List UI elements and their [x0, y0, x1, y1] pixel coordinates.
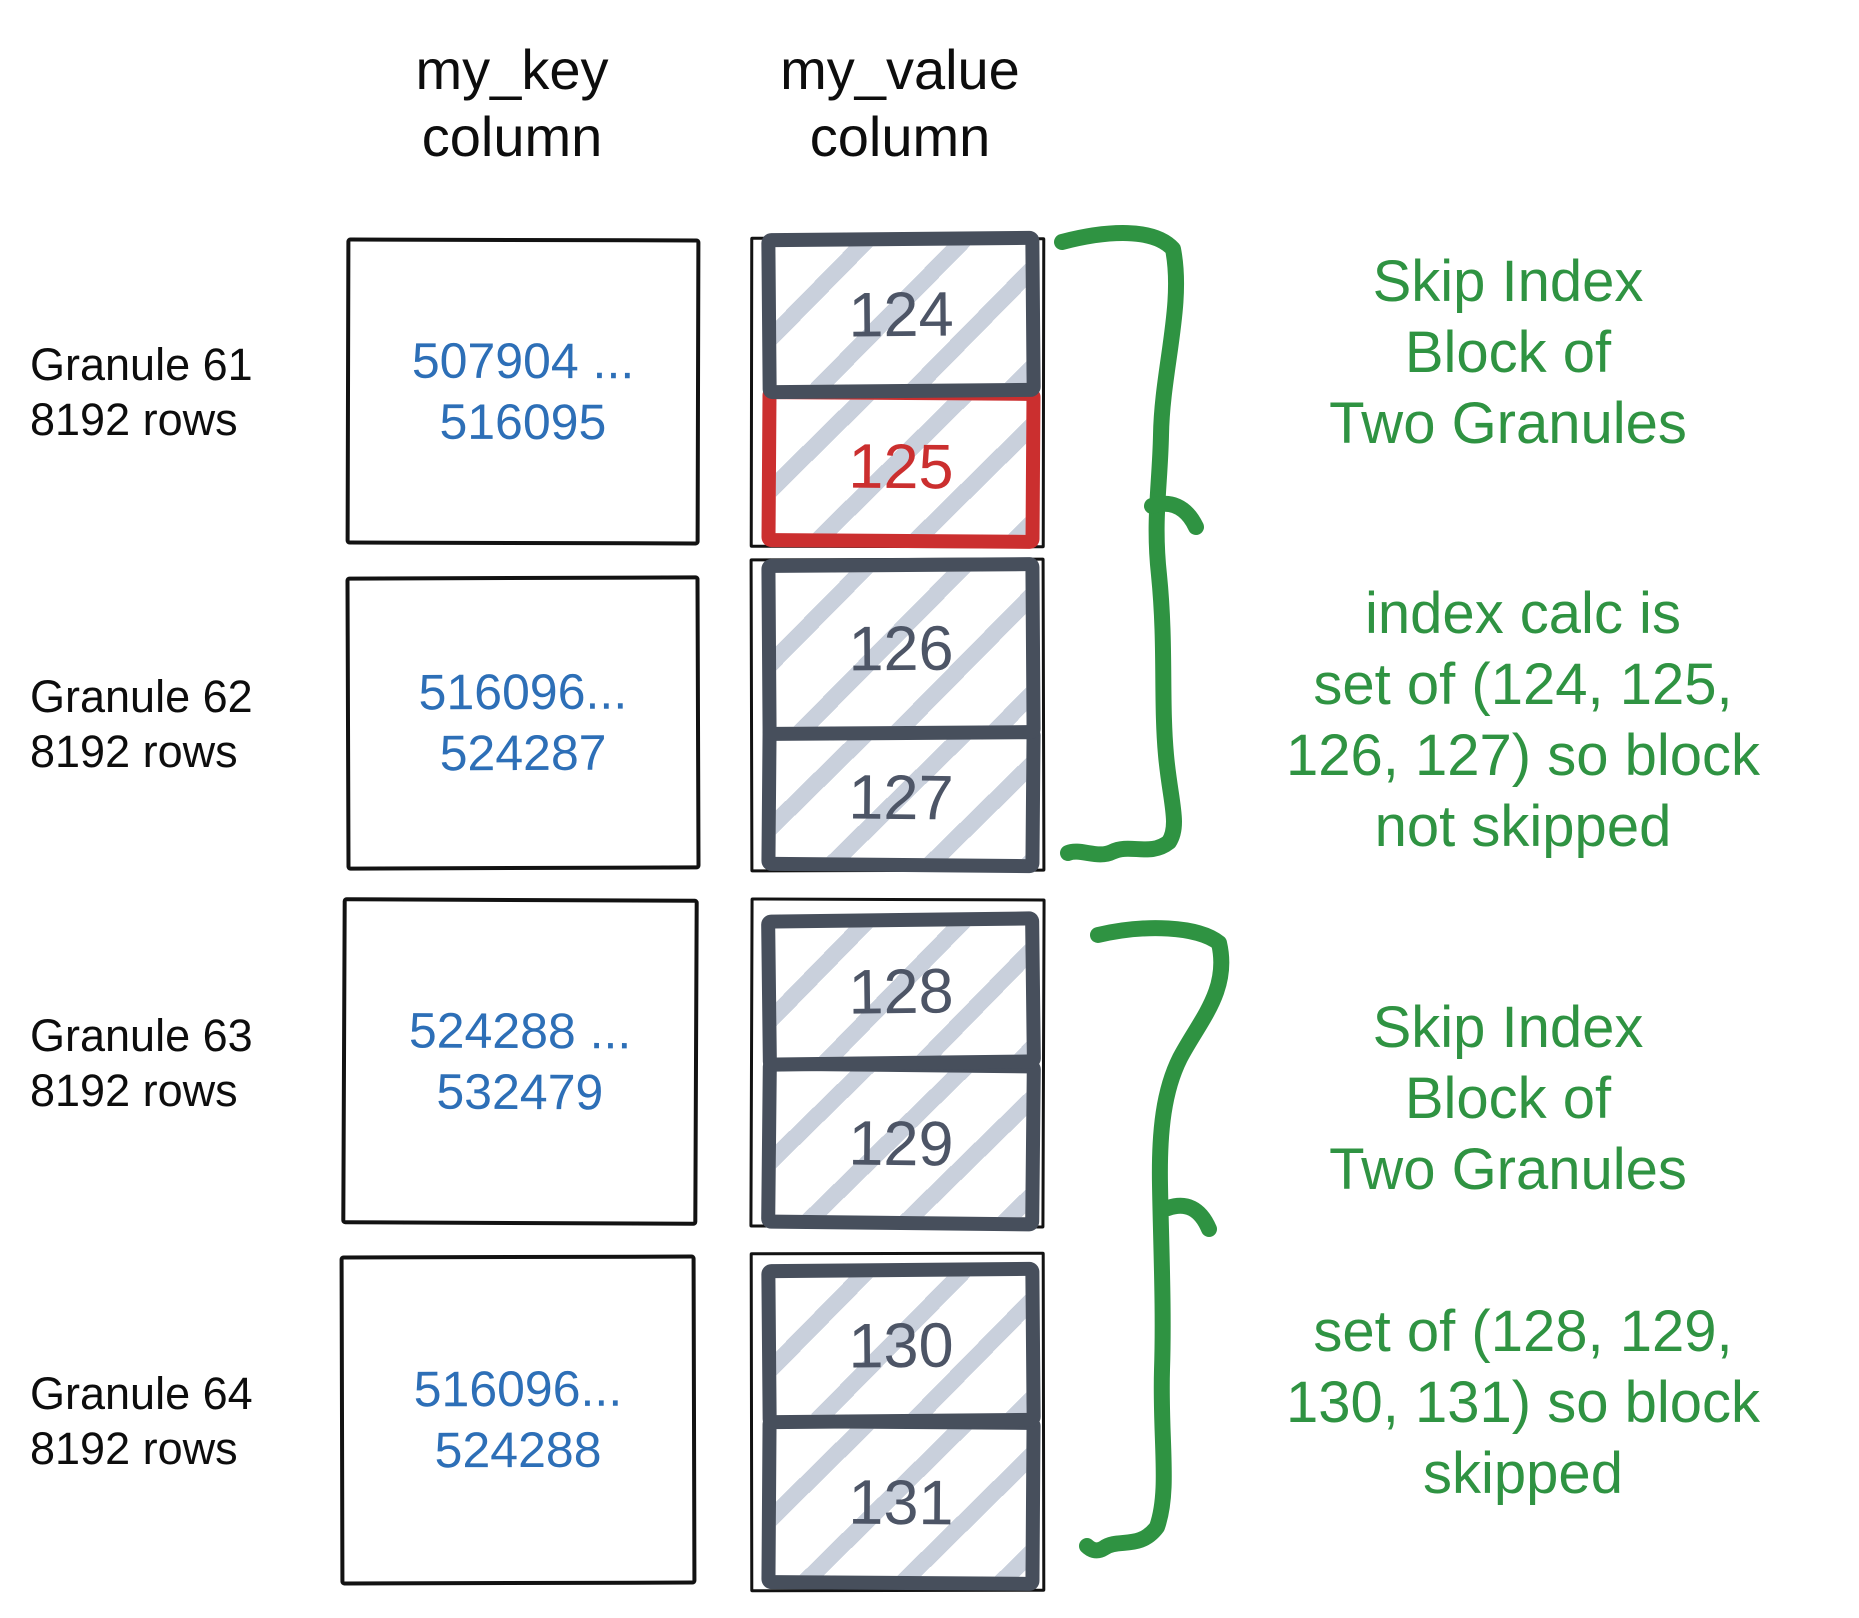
my-key-column-header: my_key column: [312, 36, 712, 170]
value-block-127-number: 127: [848, 762, 954, 834]
value-block-124-number: 124: [848, 279, 954, 351]
granule-61-key-box: 507904 ... 516095: [345, 237, 701, 546]
granule-63-name: Granule 63: [30, 1010, 253, 1061]
value-block-130-number: 130: [848, 1310, 954, 1381]
value-block-124: 124: [761, 230, 1041, 400]
brace-granules-61-62-nub: [1144, 495, 1204, 535]
my-value-header-line1: my_value: [780, 38, 1020, 101]
granule-61-name: Granule 61: [30, 339, 253, 390]
granule-62-key-box: 516096... 524287: [345, 575, 701, 871]
annotation-set-skipped: set of (128, 129, 130, 131) so block ski…: [1286, 1299, 1760, 1506]
granule-64-name: Granule 64: [30, 1368, 253, 1419]
my-key-header-line2: column: [421, 105, 603, 168]
value-block-131: 131: [761, 1414, 1041, 1591]
granule-61-key-range: 507904 ... 516095: [411, 332, 635, 450]
value-block-128-number: 128: [848, 955, 954, 1028]
granule-62-name: Granule 62: [30, 671, 253, 722]
brace-granules-61-62: [1054, 225, 1185, 863]
granule-61-label: Granule 61 8192 rows: [30, 337, 330, 447]
granule-62-rows: 8192 rows: [30, 726, 238, 777]
value-block-128: 128: [761, 911, 1041, 1072]
value-block-125-number: 125: [848, 431, 954, 503]
granule-64-key-range: 516096... 524288: [413, 1360, 623, 1479]
granule-63-label: Granule 63 8192 rows: [30, 1008, 330, 1118]
granule-64-rows: 8192 rows: [30, 1423, 238, 1474]
my-value-column-header: my_value column: [700, 36, 1100, 170]
brace-granules-63-64-nub: [1160, 1197, 1217, 1237]
granule-62-label: Granule 62 8192 rows: [30, 669, 330, 779]
my-value-header-line2: column: [809, 105, 991, 168]
value-block-130: 130: [761, 1261, 1041, 1430]
granule-64-key-box: 516096... 524288: [339, 1254, 697, 1586]
my-key-header-line1: my_key: [415, 38, 609, 101]
value-block-129-number: 129: [848, 1108, 954, 1180]
annotation-skip-index-block-1: Skip Index Block of Two Granules: [1329, 249, 1687, 456]
granule-61-rows: 8192 rows: [30, 394, 238, 445]
granule-63-key-box: 524288 ... 532479: [341, 897, 699, 1226]
value-block-127: 127: [761, 722, 1041, 874]
granule-63-rows: 8192 rows: [30, 1065, 238, 1116]
granule-64-label: Granule 64 8192 rows: [30, 1366, 330, 1476]
granule-63-key-range: 524288 ... 532479: [408, 1002, 632, 1120]
value-block-131-number: 131: [848, 1467, 954, 1538]
value-block-126: 126: [761, 557, 1041, 741]
value-block-126-number: 126: [848, 613, 954, 685]
annotation-index-calc-not-skipped: index calc is set of (124, 125, 126, 127…: [1286, 581, 1760, 859]
value-block-129: 129: [761, 1056, 1041, 1232]
annotation-skip-index-block-2: Skip Index Block of Two Granules: [1329, 995, 1687, 1202]
granule-62-key-range: 516096... 524287: [418, 663, 628, 782]
value-block-125-highlighted: 125: [761, 385, 1041, 549]
